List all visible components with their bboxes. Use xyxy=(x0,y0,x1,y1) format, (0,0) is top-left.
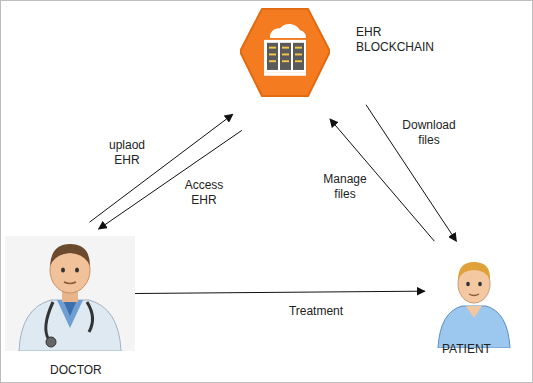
connector-arrow xyxy=(99,130,242,229)
edge-label: Treatment xyxy=(280,304,352,319)
edge-label: Download files xyxy=(400,118,458,148)
doctor-node: DOCTOR xyxy=(5,236,135,351)
illustration xyxy=(5,236,135,351)
patient-node: PATIENT xyxy=(430,250,518,348)
edge-label: uplaod EHR xyxy=(104,138,150,168)
node-label: PATIENT xyxy=(442,342,491,357)
edge-label: Manage files xyxy=(320,172,370,202)
edge-label: Access EHR xyxy=(180,178,228,208)
illustration xyxy=(430,250,518,348)
blockchain-node: EHR BLOCKCHAIN xyxy=(240,5,330,100)
connector-arrow xyxy=(135,291,425,293)
illustration xyxy=(240,5,330,100)
connector-arrow xyxy=(90,114,233,222)
node-label: DOCTOR xyxy=(50,363,102,378)
node-label: EHR BLOCKCHAIN xyxy=(356,25,436,55)
